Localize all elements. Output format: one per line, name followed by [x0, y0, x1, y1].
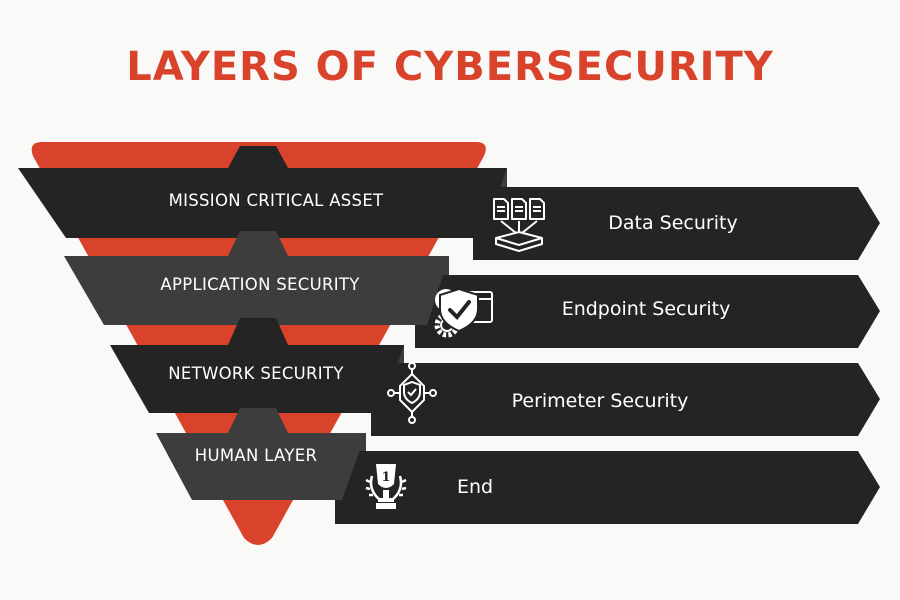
endpoint-shield-gear-icon: [434, 287, 493, 338]
svg-text:1: 1: [381, 470, 390, 485]
tab-layer-2: [228, 231, 288, 256]
arrow-label: Data Security: [608, 212, 737, 234]
layer-label: APPLICATION SECURITY: [160, 275, 360, 294]
data-documents-icon: [493, 198, 545, 252]
arrow-end: [335, 451, 880, 524]
layer-application-security: APPLICATION SECURITY Endpoint Security: [64, 231, 880, 348]
perimeter-shield-icon: [387, 362, 437, 424]
tab-layer-1: [228, 146, 288, 168]
layer-human-layer: HUMAN LAYER 1 End: [156, 408, 880, 524]
arrow-endpoint-security: [415, 275, 880, 348]
band-layer-2: [64, 256, 449, 325]
arrow-perimeter-security: [371, 363, 880, 436]
band-layer-4: [156, 433, 366, 500]
page-title: LAYERS OF CYBERSECURITY: [126, 44, 774, 90]
layer-network-security: NETWORK SECURITY Perimeter Security: [110, 318, 880, 436]
tab-layer-4: [228, 408, 288, 433]
layer-mission-critical-asset: MISSION CRITICAL ASSET Data Security: [18, 146, 880, 260]
layer-label: MISSION CRITICAL ASSET: [169, 191, 384, 210]
layer-label: HUMAN LAYER: [195, 446, 317, 465]
layer-label: NETWORK SECURITY: [168, 364, 344, 383]
arrow-label: End: [457, 476, 493, 498]
band-layer-3: [110, 345, 404, 413]
trophy-icon: 1: [365, 464, 407, 509]
band-layer-1: [18, 168, 507, 238]
tab-layer-3: [228, 318, 288, 345]
arrow-label: Perimeter Security: [512, 390, 689, 412]
arrow-data-security: [473, 187, 880, 260]
arrow-label: Endpoint Security: [562, 298, 731, 320]
